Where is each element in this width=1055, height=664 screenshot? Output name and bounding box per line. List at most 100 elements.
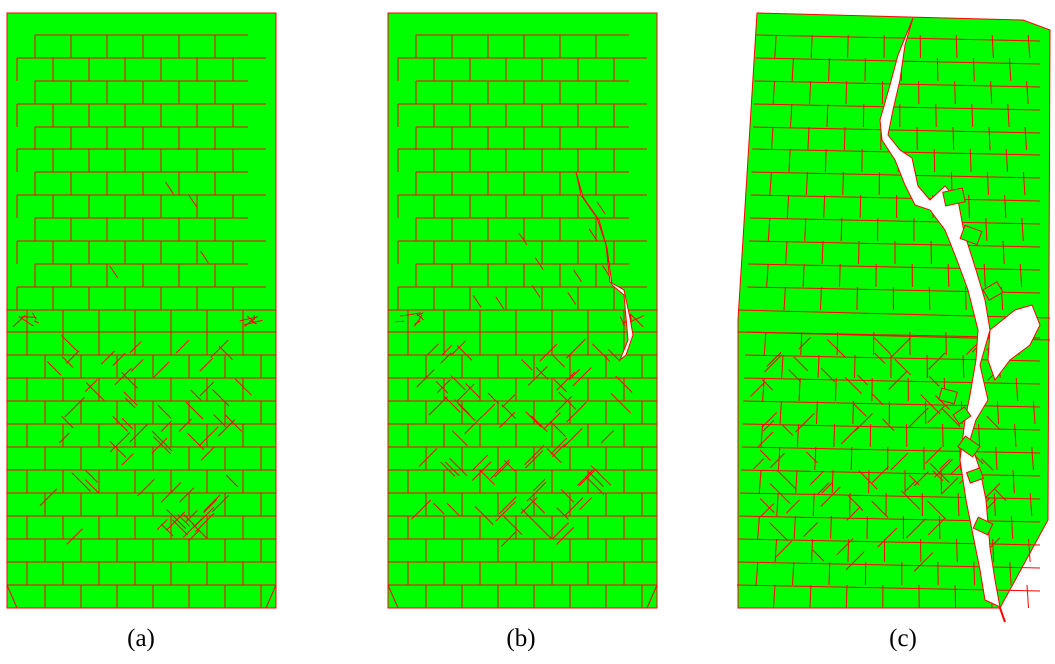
- mortar-joint: [479, 469, 496, 486]
- mortar-joint: [530, 498, 546, 514]
- mortar-joint: [444, 461, 460, 477]
- mortar-joint: [543, 412, 561, 430]
- mortar-joint: [785, 499, 800, 514]
- mortar-joint: [211, 494, 230, 513]
- mortar-joint: [983, 263, 986, 288]
- mortar-joint: [172, 519, 189, 536]
- mortar-joint: [1022, 171, 1026, 196]
- mortar-joint: [838, 263, 841, 288]
- mortar-joint: [64, 396, 85, 418]
- mortar-joint: [988, 126, 991, 151]
- crack-gap: [575, 171, 634, 361]
- mortar-joint: [845, 80, 848, 105]
- mortar-joint: [1029, 492, 1033, 517]
- mortar-joint: [920, 394, 941, 415]
- mortar-joint: [187, 529, 200, 542]
- mortar-joint: [913, 552, 934, 572]
- mortar-joint: [844, 377, 862, 395]
- panel-a-wall: [6, 12, 277, 609]
- mortar-joint: [820, 367, 836, 383]
- mortar-joint: [788, 369, 802, 383]
- mortar-joint: [772, 80, 776, 105]
- mortar-joint: [774, 538, 778, 563]
- mortar-joint: [61, 334, 78, 352]
- mortar-joint: [494, 461, 511, 478]
- mortar-joint: [991, 34, 994, 59]
- mortar-joint: [46, 361, 62, 376]
- mortar-joint: [795, 469, 798, 494]
- mortar-joint: [827, 339, 847, 359]
- mortar-joint: [123, 391, 138, 406]
- mortar-joint: [474, 506, 494, 525]
- mortar-joint: [758, 469, 762, 494]
- mortar-joint: [761, 412, 778, 428]
- mortar-joint: [152, 435, 172, 455]
- mortar-joint: [503, 516, 523, 535]
- mortar-joint: [450, 340, 466, 357]
- mortar-joint: [834, 377, 837, 402]
- mortar-joint: [160, 482, 182, 503]
- mortar-joint: [482, 403, 496, 417]
- mortar-joint: [1026, 80, 1029, 105]
- mortar-joint: [265, 584, 277, 609]
- mortar-joint: [788, 148, 791, 173]
- mortar-joint: [927, 517, 946, 536]
- mortar-joint: [798, 337, 811, 350]
- mortar-joint: [739, 515, 1041, 523]
- mortar-joint: [964, 286, 967, 311]
- mortar-joint: [786, 194, 790, 219]
- mortar-joint: [749, 240, 1041, 248]
- mortar-joint: [774, 540, 793, 559]
- mortar-joint: [564, 497, 584, 516]
- mortar-joint: [934, 458, 953, 478]
- mortar-joint: [803, 522, 819, 537]
- mortar-joint: [955, 34, 958, 59]
- mortar-joint: [999, 607, 1006, 623]
- mortar-joint: [137, 478, 155, 497]
- panel-c-wall: [736, 12, 1051, 623]
- mortar-joint: [395, 320, 405, 323]
- mortar-joint: [530, 415, 548, 433]
- mortar-joint: [532, 478, 546, 492]
- mortar-joint: [151, 430, 173, 452]
- mortar-joint: [160, 420, 173, 432]
- mortar-joint: [740, 469, 1041, 477]
- mortar-joint: [816, 482, 830, 495]
- mortar-joint: [32, 312, 37, 320]
- mortar-joint: [874, 352, 886, 364]
- mortar-joint: [751, 171, 1041, 179]
- mortar-joint: [440, 352, 452, 364]
- displaced-block: [952, 406, 972, 425]
- mortar-joint: [109, 265, 119, 279]
- mortar-joint: [579, 468, 597, 487]
- mortar-joint: [551, 443, 566, 458]
- mortar-joint: [757, 515, 760, 540]
- mortar-joint: [755, 561, 759, 586]
- mortar-joint: [165, 181, 174, 195]
- mortar-joint: [387, 584, 399, 609]
- mortar-joint: [129, 423, 149, 443]
- mortar-joint: [908, 474, 920, 486]
- mortar-joint: [962, 354, 965, 379]
- mortar-joint: [1014, 423, 1017, 448]
- mortar-joint: [847, 495, 864, 511]
- mortar-joint: [504, 460, 516, 472]
- mortar-joint: [1019, 263, 1023, 288]
- mortar-joint: [826, 103, 829, 128]
- mortar-joint: [928, 375, 940, 387]
- mortar-joint: [906, 518, 926, 539]
- mortar-joint: [224, 413, 243, 432]
- mortar-joint: [986, 415, 1001, 431]
- mortar-joint: [846, 506, 861, 521]
- mortar-joint: [927, 405, 945, 424]
- crack-gap: [987, 304, 1041, 382]
- mortar-joint: [852, 402, 867, 417]
- mortar-joint: [579, 497, 592, 511]
- mortar-joint: [416, 313, 425, 321]
- mortar-joint: [210, 339, 229, 359]
- mortar-joint: [795, 413, 815, 433]
- mortar-joint: [792, 561, 795, 586]
- mortar-joint: [973, 561, 976, 586]
- mortar-joint: [856, 286, 858, 311]
- mortar-joint: [572, 367, 592, 387]
